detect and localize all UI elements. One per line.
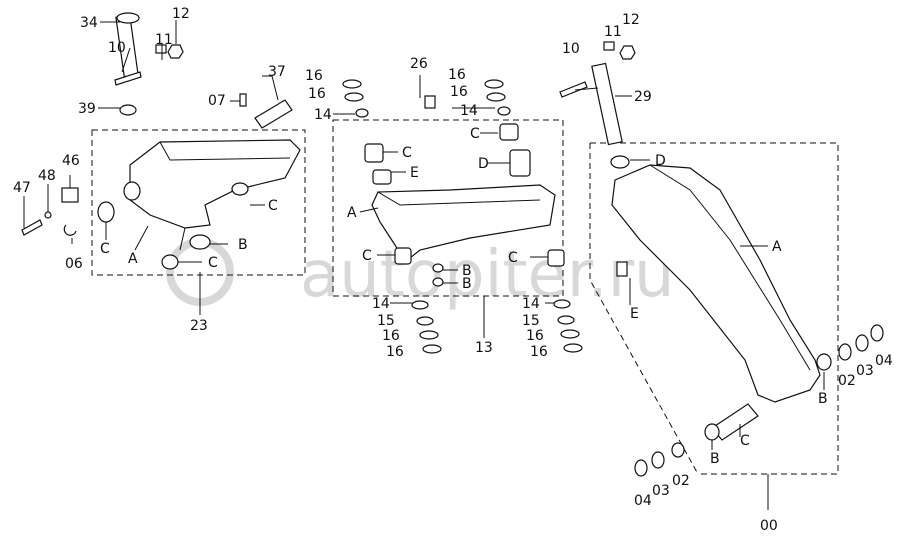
label-10: 10 <box>562 41 580 57</box>
label-16: 16 <box>450 84 468 100</box>
label-A: A <box>128 251 138 267</box>
label-04: 04 <box>634 493 652 509</box>
label-C: C <box>470 126 480 142</box>
label-E: E <box>630 306 639 322</box>
bolt-10a <box>114 71 142 86</box>
right-boom-assembly <box>559 41 884 477</box>
label-39: 39 <box>78 101 96 117</box>
label-46: 46 <box>62 153 80 169</box>
label-02: 02 <box>672 473 690 489</box>
label-29: 29 <box>634 89 652 105</box>
label-23: 23 <box>190 318 208 334</box>
label-14: 14 <box>522 296 540 312</box>
label-04: 04 <box>875 353 893 369</box>
label-16: 16 <box>382 328 400 344</box>
label-C: C <box>268 198 278 214</box>
label-D: D <box>478 156 489 172</box>
label-15: 15 <box>522 313 540 329</box>
label-C: C <box>362 248 372 264</box>
label-16: 16 <box>308 86 326 102</box>
label-C: C <box>208 255 218 271</box>
label-14: 14 <box>314 107 332 123</box>
label-B: B <box>462 276 472 292</box>
label-16: 16 <box>526 328 544 344</box>
label-06: 06 <box>65 256 83 272</box>
group-boxes <box>91 119 839 475</box>
left-bracket-assembly <box>21 12 301 270</box>
label-02: 02 <box>838 373 856 389</box>
label-C: C <box>100 241 110 257</box>
label-D: D <box>655 153 666 169</box>
label-B: B <box>238 237 248 253</box>
pin-29 <box>591 62 623 146</box>
label-03: 03 <box>652 483 670 499</box>
label-16: 16 <box>530 344 548 360</box>
label-C: C <box>402 145 412 161</box>
label-C: C <box>740 433 750 449</box>
label-B: B <box>710 451 720 467</box>
label-C: C <box>508 250 518 266</box>
watermark-text: autopiter.ru <box>300 238 675 312</box>
label-13: 13 <box>475 340 493 356</box>
label-14: 14 <box>372 296 390 312</box>
label-16: 16 <box>386 344 404 360</box>
middle-arm-assembly <box>342 79 583 354</box>
label-03: 03 <box>856 363 874 379</box>
label-26: 26 <box>410 56 428 72</box>
label-34: 34 <box>80 15 98 31</box>
label-11: 11 <box>604 24 622 40</box>
callout-labels: 34 12 10 11 37 07 39 46 48 47 06 C A C B… <box>13 6 893 534</box>
label-07: 07 <box>208 93 226 109</box>
label-15: 15 <box>377 313 395 329</box>
label-11: 11 <box>155 32 173 48</box>
label-14: 14 <box>460 103 478 119</box>
label-16: 16 <box>448 67 466 83</box>
label-E: E <box>410 165 419 181</box>
label-16: 16 <box>305 68 323 84</box>
label-37: 37 <box>268 64 286 80</box>
label-12: 12 <box>622 12 640 28</box>
label-12: 12 <box>172 6 190 22</box>
label-10: 10 <box>108 40 126 56</box>
leader-lines <box>23 20 825 510</box>
label-48: 48 <box>38 168 56 184</box>
left-bracket <box>129 139 301 229</box>
pin-37 <box>254 99 293 129</box>
label-47: 47 <box>13 180 31 196</box>
label-00: 00 <box>760 518 778 534</box>
label-A: A <box>772 239 782 255</box>
label-B: B <box>462 263 472 279</box>
label-A: A <box>347 205 357 221</box>
label-B: B <box>818 391 828 407</box>
boom <box>611 164 821 403</box>
